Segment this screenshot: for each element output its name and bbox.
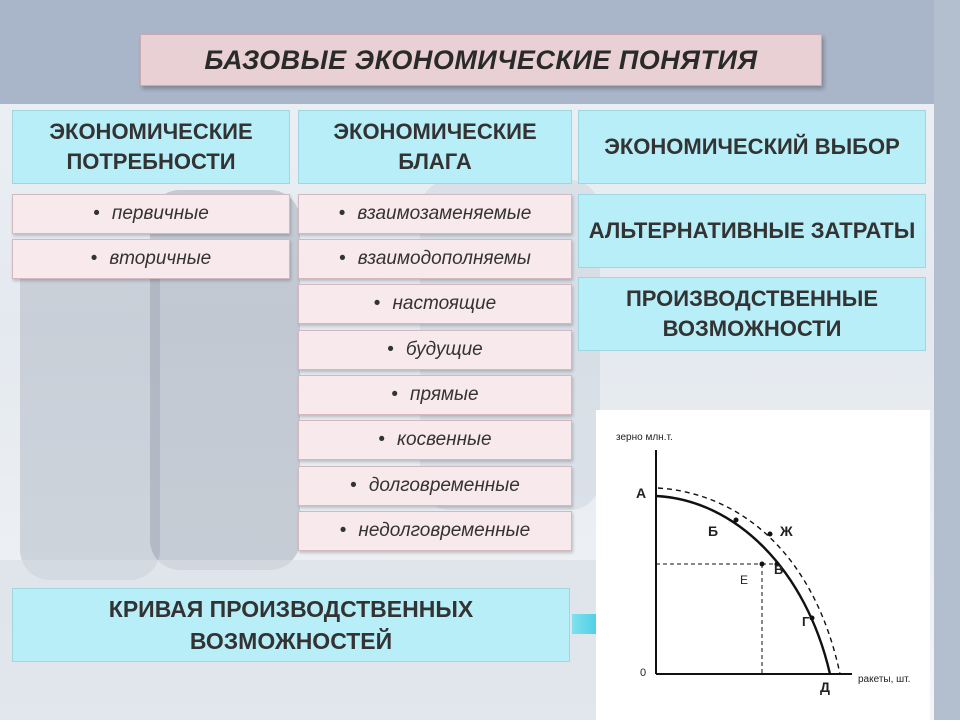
item-future: • будущие	[298, 330, 572, 370]
x-axis-label: ракеты, шт.	[858, 674, 910, 685]
bullet: •	[339, 520, 347, 541]
title-banner: БАЗОВЫЕ ЭКОНОМИЧЕСКИЕ ПОНЯТИЯ	[140, 34, 822, 86]
item-present: • настоящие	[298, 284, 572, 324]
box-production-possibilities: ПРОИЗВОДСТВЕННЫЕ ВОЗМОЖНОСТИ	[578, 277, 926, 351]
right-band	[934, 0, 960, 720]
point-g-label: Г	[802, 614, 810, 629]
curve-label-box: КРИВАЯ ПРОИЗВОДСТВЕННЫХ ВОЗМОЖНОСТЕЙ	[12, 588, 570, 662]
point-zh-dot	[767, 531, 773, 537]
bullet: •	[378, 429, 386, 450]
curve-label-text: КРИВАЯ ПРОИЗВОДСТВЕННЫХ ВОЗМОЖНОСТЕЙ	[108, 596, 474, 654]
item-label: будущие	[405, 339, 483, 360]
item-direct: • прямые	[298, 375, 572, 415]
bullet: •	[391, 384, 399, 405]
heading-choice: ЭКОНОМИЧЕСКИЙ ВЫБОР	[578, 110, 926, 184]
item-label: прямые	[410, 384, 479, 405]
item-label: косвенные	[397, 429, 492, 450]
point-v-dot	[774, 561, 780, 567]
ppf-dashed-curve	[657, 487, 841, 675]
item-label: недолговременные	[358, 520, 531, 541]
bullet: •	[93, 203, 100, 224]
box-opportunity-cost-text: АЛЬТЕРНАТИВНЫЕ ЗАТРАТЫ	[588, 218, 916, 243]
point-b-label: Б	[708, 523, 718, 539]
item-label: долговременные	[368, 475, 520, 496]
bullet: •	[90, 248, 98, 269]
point-b-dot	[733, 517, 739, 523]
ppf-chart: зерно млн.т. ракеты, шт. 0 А Б В Г Д Е Ж	[596, 410, 930, 720]
item-label: первичные	[111, 203, 209, 224]
bullet: •	[338, 203, 346, 224]
point-e-label: Е	[740, 573, 748, 587]
bullet: •	[350, 475, 357, 496]
point-zh-label: Ж	[779, 523, 793, 539]
ppf-chart-svg: зерно млн.т. ракеты, шт. 0 А Б В Г Д Е Ж	[616, 432, 910, 695]
heading-choice-text: ЭКОНОМИЧЕСКИЙ ВЫБОР	[604, 134, 900, 159]
point-a-label: А	[636, 485, 646, 501]
ppf-curve	[655, 494, 832, 675]
heading-goods-text: ЭКОНОМИЧЕСКИЕ БЛАГА	[333, 119, 537, 174]
item-label: вторичные	[109, 248, 212, 269]
item-indirect: • косвенные	[298, 420, 572, 460]
item-primary: • первичные	[12, 194, 290, 234]
item-nondurable: • недолговременные	[298, 511, 572, 551]
bullet: •	[339, 248, 346, 269]
origin-label: 0	[640, 667, 646, 679]
item-label: взаимозаменяемые	[357, 203, 532, 224]
item-durable: • долговременные	[298, 466, 572, 506]
item-complements: • взаимодополняемы	[298, 239, 572, 279]
heading-goods: ЭКОНОМИЧЕСКИЕ БЛАГА	[298, 110, 572, 184]
box-opportunity-cost: АЛЬТЕРНАТИВНЫЕ ЗАТРАТЫ	[578, 194, 926, 268]
point-d-label: Д	[820, 679, 830, 695]
page-title: БАЗОВЫЕ ЭКОНОМИЧЕСКИЕ ПОНЯТИЯ	[204, 44, 758, 75]
point-v-label: В	[774, 562, 783, 577]
point-e-dot	[759, 561, 765, 567]
y-axis-label: зерно млн.т.	[616, 432, 673, 443]
heading-needs-text: ЭКОНОМИЧЕСКИЕ ПОТРЕБНОСТИ	[49, 119, 253, 174]
photo-figure-left	[20, 250, 160, 580]
item-secondary: • вторичные	[12, 239, 290, 279]
box-production-possibilities-text: ПРОИЗВОДСТВЕННЫЕ ВОЗМОЖНОСТИ	[625, 286, 879, 341]
heading-needs: ЭКОНОМИЧЕСКИЕ ПОТРЕБНОСТИ	[12, 110, 290, 184]
bullet: •	[387, 339, 394, 360]
item-label: настоящие	[392, 293, 497, 314]
item-label: взаимодополняемы	[357, 248, 531, 269]
bullet: •	[373, 293, 381, 314]
point-g-dot	[809, 615, 815, 621]
item-substitutes: • взаимозаменяемые	[298, 194, 572, 234]
